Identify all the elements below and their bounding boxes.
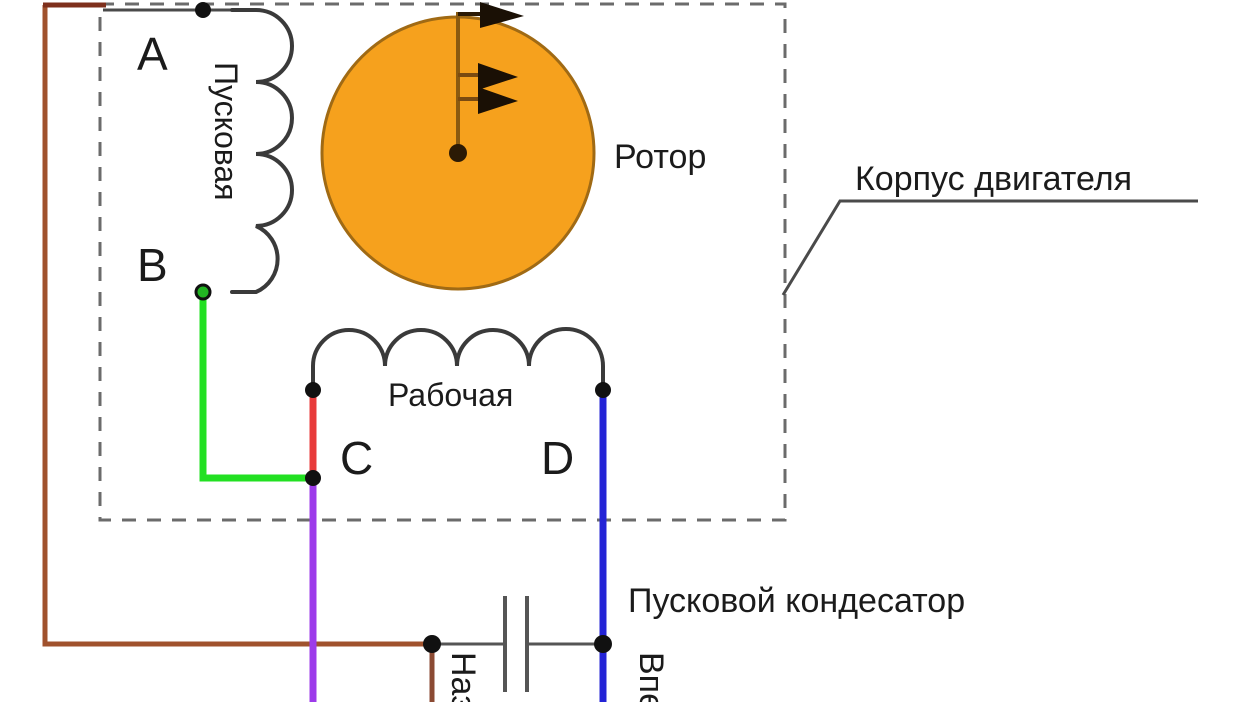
motor-housing-label: Корпус двигателя [855, 160, 1132, 198]
run-winding-label: Рабочая [388, 377, 513, 413]
run-winding-group: Рабочая C D [311, 327, 605, 484]
junction-dots-group [194, 2, 612, 653]
dot-b-terminal [194, 283, 212, 301]
run-winding-coil [311, 327, 605, 392]
start-winding-coil [230, 8, 294, 294]
rotor-center-dot [449, 144, 467, 162]
dot-capacitor-right [594, 635, 612, 653]
dot-capacitor-left [423, 635, 441, 653]
terminal-label-d: D [541, 432, 574, 484]
rotor-arrow-middle [458, 63, 518, 90]
terminal-label-c: C [340, 432, 373, 484]
start-winding-group: Пусковая A B [137, 8, 294, 294]
motor-housing-group: Корпус двигателя [98, 2, 1198, 522]
wire-supply-brown [42, 5, 432, 647]
wire-jumper-green [199, 292, 313, 482]
terminal-label-b: B [137, 239, 168, 291]
start-winding-label: Пусковая [208, 62, 244, 201]
direction-labels-group: Назад Вперёд [444, 652, 670, 702]
terminal-label-a: A [137, 28, 168, 80]
dot-common-junction [305, 470, 321, 486]
dot-d-terminal [595, 382, 611, 398]
dot-c-terminal [305, 382, 321, 398]
rotor-label: Ротор [614, 138, 706, 176]
rotor-group: Ротор [320, 2, 706, 291]
direction-label-forward: Вперёд [632, 652, 670, 702]
rotor-arrow-bottom [458, 87, 518, 114]
dot-a-terminal [195, 2, 211, 18]
direction-label-reverse: Назад [444, 652, 482, 702]
motor-housing-leader-line [781, 199, 1198, 296]
rotor-arrow-top [458, 2, 524, 28]
capacitor-label: Пусковой кондесатор [628, 582, 965, 620]
capacitor-group: Пусковой кондесатор [432, 582, 965, 692]
